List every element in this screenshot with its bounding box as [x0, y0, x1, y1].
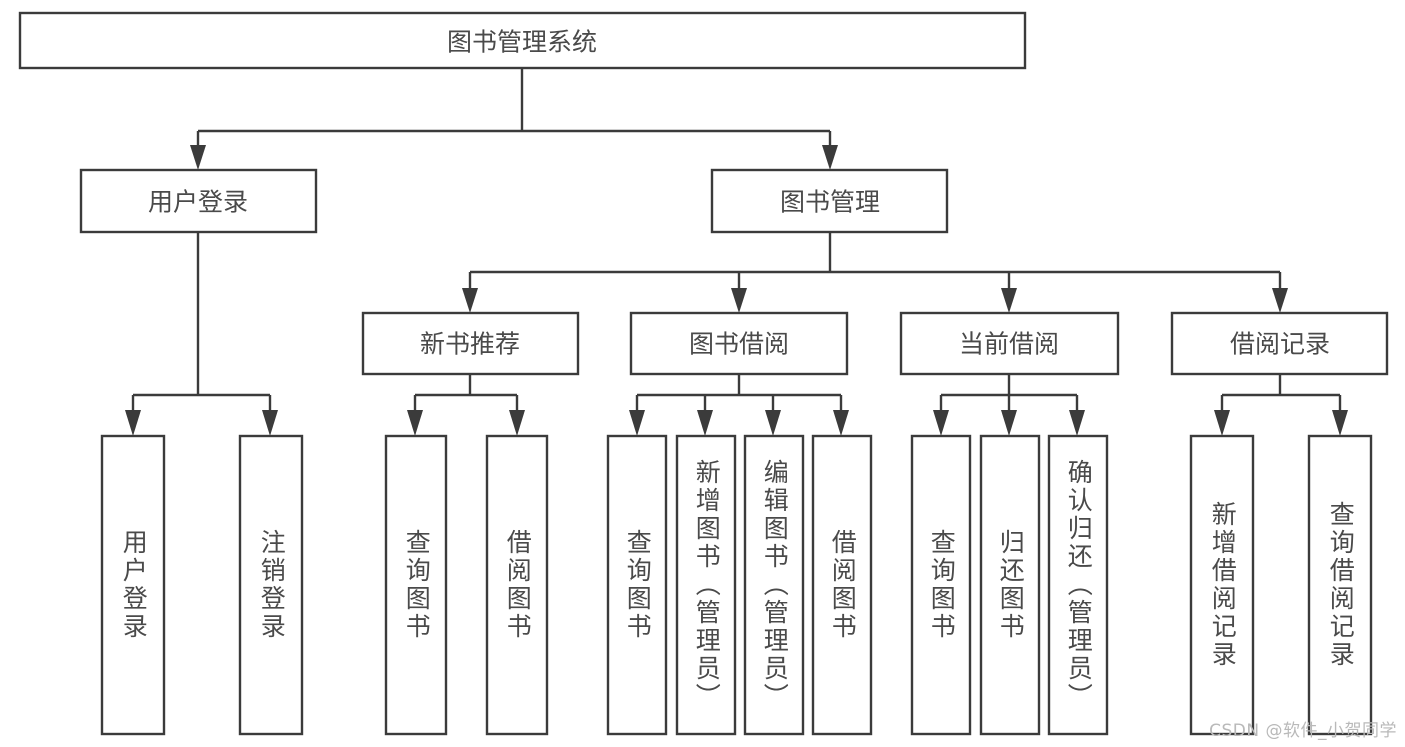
- connector-group-book-borrow: [629, 374, 849, 436]
- arrow-head-leaf-query-book-1: [407, 410, 423, 436]
- node-current-borrow-box[interactable]: [899, 311, 1120, 376]
- node-new-book-recommend-box[interactable]: [361, 311, 580, 376]
- node-leaf-query-book-1-box[interactable]: [384, 434, 448, 736]
- node-leaf-borrow-book-1-box[interactable]: [485, 434, 549, 736]
- node-leaf-query-book-2-box[interactable]: [606, 434, 668, 736]
- node-current-borrow-label: 当前借阅: [959, 330, 1059, 359]
- node-new-book-recommend[interactable]: 新书推荐: [361, 311, 580, 376]
- node-leaf-edit-book-box[interactable]: [743, 434, 805, 736]
- arrow-head-book-borrow: [731, 288, 747, 313]
- node-borrow-record-label: 借阅记录: [1230, 330, 1330, 359]
- arrow-head-leaf-query-book-2: [629, 410, 645, 436]
- arrow-head-leaf-query-record: [1332, 410, 1348, 436]
- node-user-login-box[interactable]: [79, 168, 318, 234]
- arrow-head-leaf-borrow-book-2: [833, 410, 849, 436]
- connector-group-current-borrow: [933, 374, 1085, 436]
- node-root[interactable]: 图书管理系统: [18, 11, 1027, 70]
- arrow-head-leaf-user-login: [125, 410, 141, 436]
- node-borrow-record[interactable]: 借阅记录: [1170, 311, 1389, 376]
- connector-group-new-book-recommend: [407, 374, 525, 436]
- node-root-box[interactable]: [18, 11, 1027, 70]
- arrow-head-leaf-borrow-book-1: [509, 410, 525, 436]
- node-book-manage-box[interactable]: [710, 168, 949, 234]
- node-leaf-user-logout-box[interactable]: [238, 434, 304, 736]
- arrow-head-leaf-edit-book: [765, 410, 781, 436]
- node-leaf-confirm-return-box[interactable]: [1047, 434, 1109, 736]
- node-root-label: 图书管理系统: [447, 28, 597, 57]
- node-leaf-borrow-book-2-box[interactable]: [811, 434, 873, 736]
- arrow-head-borrow-record: [1272, 288, 1288, 313]
- node-book-manage-label: 图书管理: [780, 188, 880, 217]
- node-leaf-query-book-3-box[interactable]: [910, 434, 972, 736]
- connector-group-root: [190, 68, 838, 170]
- node-leaf-return-book-box[interactable]: [979, 434, 1041, 736]
- arrow-head-new-book-recommend: [462, 288, 478, 313]
- node-book-borrow-label: 图书借阅: [689, 330, 789, 359]
- arrow-head-book-manage: [822, 145, 838, 170]
- arrow-head-leaf-user-logout: [262, 410, 278, 436]
- connector-group-borrow-record: [1214, 374, 1348, 436]
- node-user-login-label: 用户登录: [148, 188, 248, 217]
- node-leaf-user-login-box[interactable]: [100, 434, 166, 736]
- node-leaf-add-book-box[interactable]: [675, 434, 737, 736]
- node-leaf-query-record-box[interactable]: [1307, 434, 1373, 736]
- arrow-head-leaf-add-book: [697, 410, 713, 436]
- node-new-book-recommend-label: 新书推荐: [420, 330, 520, 359]
- node-current-borrow[interactable]: 当前借阅: [899, 311, 1120, 376]
- node-book-borrow-box[interactable]: [629, 311, 849, 376]
- arrow-head-current-borrow: [1001, 288, 1017, 313]
- csdn-watermark: CSDN @软件_小贺同学: [1209, 721, 1397, 741]
- connector-group-book-manage: [462, 232, 1288, 313]
- node-borrow-record-box[interactable]: [1170, 311, 1389, 376]
- arrow-head-leaf-query-book-3: [933, 410, 949, 436]
- node-book-borrow[interactable]: 图书借阅: [629, 311, 849, 376]
- arrow-head-user-login: [190, 145, 206, 170]
- connector-group-user-login: [125, 232, 278, 436]
- node-user-login[interactable]: 用户登录: [79, 168, 318, 234]
- node-book-manage[interactable]: 图书管理: [710, 168, 949, 234]
- arrow-head-leaf-confirm-return: [1069, 410, 1085, 436]
- arrow-head-leaf-add-record: [1214, 410, 1230, 436]
- arrow-head-leaf-return-book: [1001, 410, 1017, 436]
- node-leaf-add-record-box[interactable]: [1189, 434, 1255, 736]
